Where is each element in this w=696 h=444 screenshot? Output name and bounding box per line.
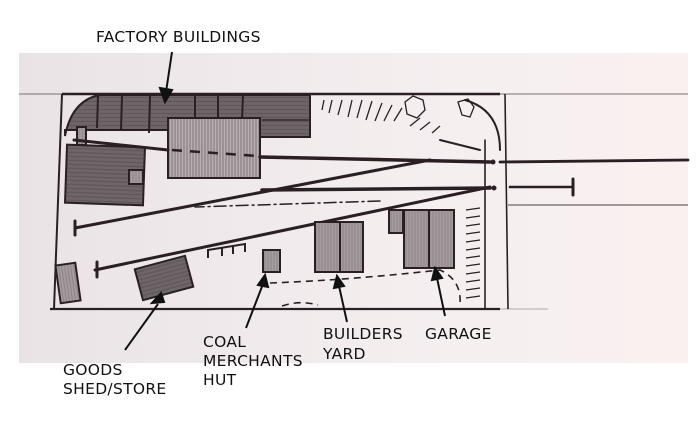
factory-buildings <box>63 94 311 207</box>
lower-buildings <box>54 209 455 305</box>
label-goods-shed-line1: GOODS <box>63 361 123 379</box>
label-coal-hut-line2: MERCHANTS <box>203 352 303 370</box>
tracks <box>72 99 690 310</box>
embankment-hatching <box>321 95 481 299</box>
label-builders-yard-line1: BUILDERS <box>323 325 403 343</box>
label-garage: GARAGE <box>425 325 492 343</box>
callout-arrows <box>124 51 446 351</box>
label-builders-yard-line2: YARD <box>323 345 366 363</box>
label-coal-hut-line1: COAL <box>203 333 247 351</box>
label-goods-shed-line2: SHED/STORE <box>63 380 167 398</box>
label-coal-hut-line3: HUT <box>203 371 237 389</box>
label-factory-buildings: FACTORY BUILDINGS <box>96 28 261 46</box>
yard-boundary-dashed <box>269 269 461 307</box>
